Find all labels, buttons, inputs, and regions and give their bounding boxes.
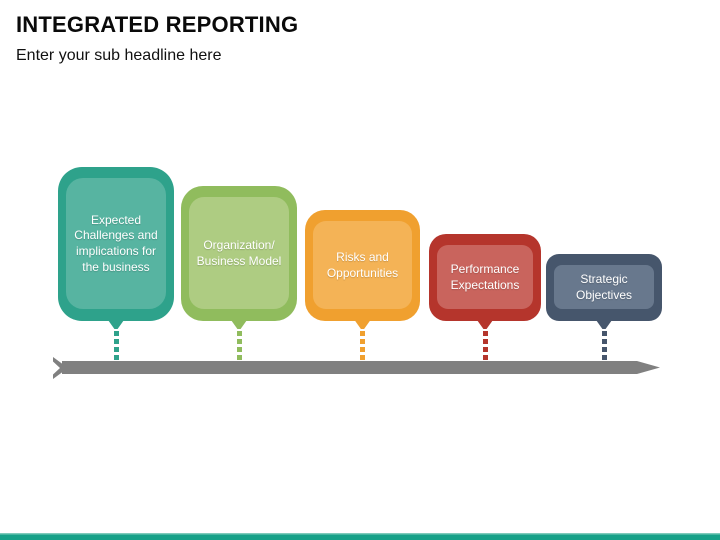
card-body: Strategic Objectives: [546, 254, 662, 321]
card-body: Organization/ Business Model: [181, 186, 297, 321]
page-subtitle: Enter your sub headline here: [16, 47, 222, 64]
card-body: Expected Challenges and implications for…: [58, 167, 174, 321]
pointer-tail-icon: [108, 320, 124, 329]
timeline-chevron-icon: [53, 357, 68, 379]
stage-card-expected-challenges: Expected Challenges and implications for…: [58, 167, 174, 360]
card-label: Strategic Objectives: [575, 271, 633, 302]
card-inner-fill: [313, 221, 412, 309]
timeline-arrow: [53, 357, 660, 379]
card-label: Performance Expectations: [450, 261, 520, 292]
card-label: Organization/ Business Model: [196, 237, 282, 268]
dotted-connector: [236, 331, 242, 360]
footer-accent-bar: [0, 533, 720, 540]
dotted-connector: [113, 331, 119, 360]
card-inner-fill: [189, 197, 289, 309]
dotted-connector: [601, 331, 607, 360]
stage-card-performance-expectations: Performance Expectations: [429, 234, 541, 360]
pointer-tail-icon: [354, 320, 371, 329]
card-inner-fill: [554, 265, 654, 309]
card-inner-fill: [437, 245, 533, 309]
pointer-tail-icon: [477, 320, 493, 329]
dotted-connector: [360, 331, 365, 360]
card-label: Risks and Opportunities: [326, 249, 399, 280]
card-label: Expected Challenges and implications for…: [74, 212, 158, 274]
stage-card-organization-business-model: Organization/ Business Model: [181, 186, 297, 360]
card-body: Risks and Opportunities: [305, 210, 420, 321]
page-title: INTEGRATED REPORTING: [16, 12, 299, 37]
pointer-tail-icon: [231, 320, 247, 329]
dotted-connector: [482, 331, 488, 360]
pointer-tail-icon: [596, 320, 612, 329]
card-inner-fill: [66, 178, 166, 309]
stage-card-risks-opportunities: Risks and Opportunities: [305, 210, 420, 360]
timeline-bar: [62, 361, 660, 374]
card-body: Performance Expectations: [429, 234, 541, 321]
stage-card-strategic-objectives: Strategic Objectives: [546, 254, 662, 360]
